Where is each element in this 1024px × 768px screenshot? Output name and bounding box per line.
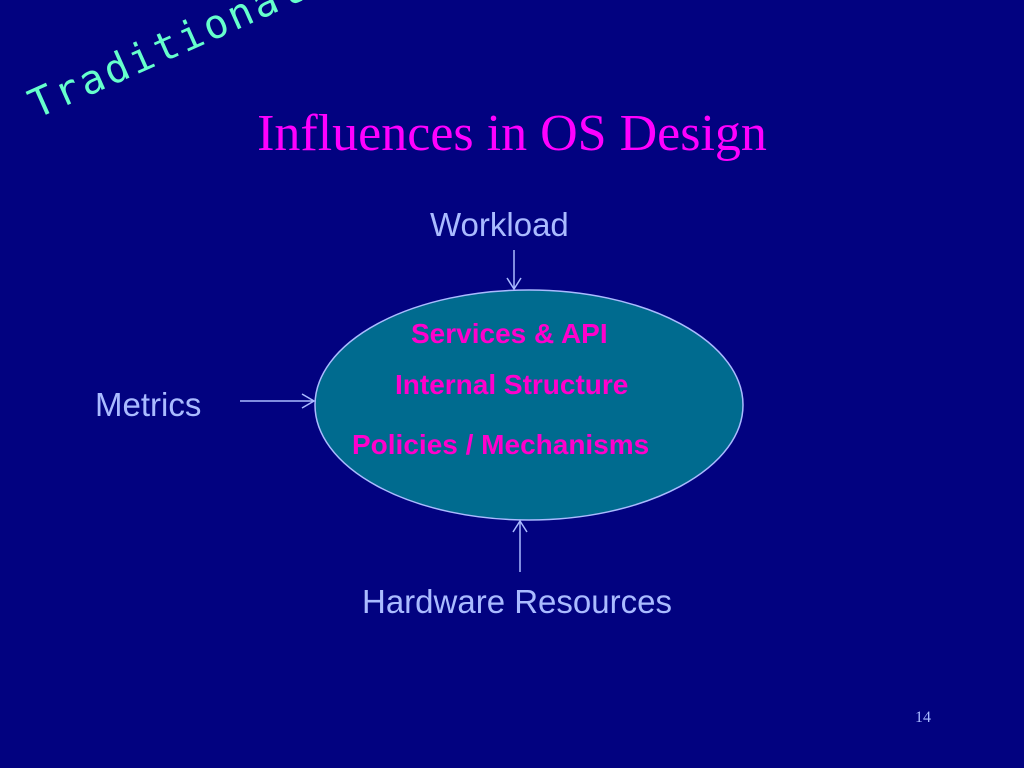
oval-line-structure: Internal Structure xyxy=(395,369,629,400)
metrics-label: Metrics xyxy=(95,386,202,423)
hardware-label: Hardware Resources xyxy=(362,583,672,620)
hardware-arrow xyxy=(512,519,528,572)
slide-title: Influences in OS Design xyxy=(257,105,767,162)
workload-label: Workload xyxy=(430,206,569,243)
oval-line-services: Services & API xyxy=(411,318,608,349)
workload-arrow xyxy=(506,250,522,291)
metrics-arrow xyxy=(240,393,316,409)
os-oval xyxy=(314,289,744,521)
oval-line-policies: Policies / Mechanisms xyxy=(352,429,650,460)
page-number: 14 xyxy=(915,709,931,726)
